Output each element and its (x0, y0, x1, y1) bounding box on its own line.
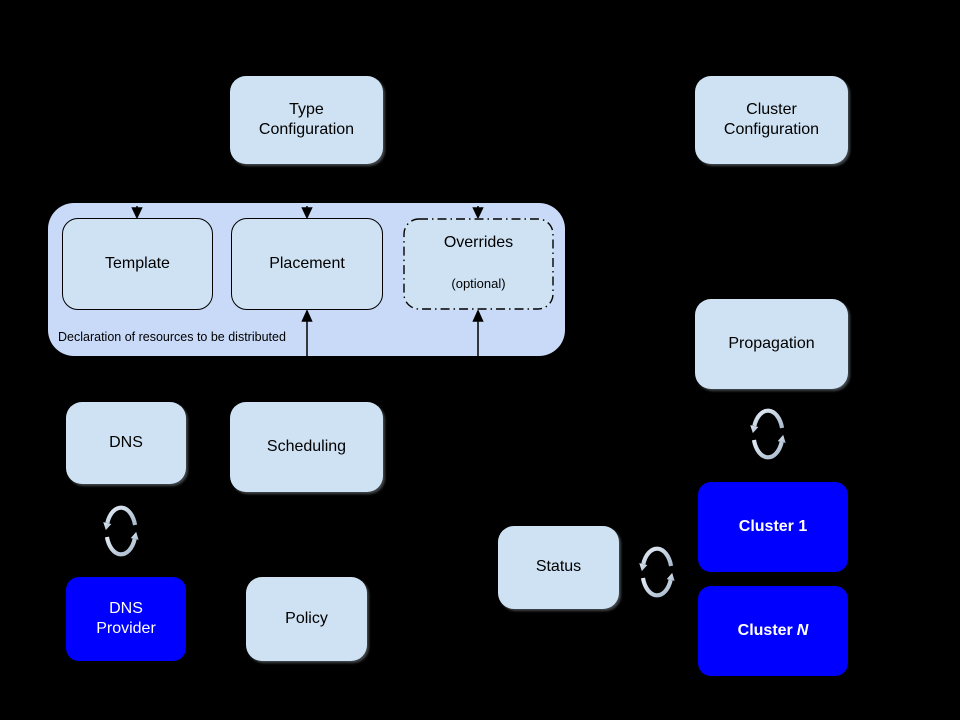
node-template: Template (62, 218, 213, 310)
node-status: Status (498, 526, 619, 609)
node-label: DNS Provider (96, 599, 156, 637)
node-cluster-configuration: Cluster Configuration (695, 76, 848, 164)
node-type-configuration: Type Configuration (230, 76, 383, 164)
overrides-subtitle: (optional) (451, 276, 506, 292)
node-label: Type Configuration (258, 100, 355, 138)
sync-icon-propagation (742, 397, 794, 471)
node-label: Overrides (optional) (444, 233, 513, 294)
node-scheduling: Scheduling (230, 402, 383, 492)
cluster-n-prefix: Cluster (737, 621, 793, 639)
node-label: Cluster Configuration (723, 100, 820, 138)
node-dns: DNS (66, 402, 186, 484)
overrides-title: Overrides (443, 234, 514, 252)
node-policy: Policy (246, 577, 367, 661)
node-placement: Placement (231, 218, 383, 310)
node-dns-provider: DNS Provider (66, 577, 186, 661)
node-cluster-1: Cluster 1 (698, 482, 848, 572)
node-overrides: Overrides (optional) (403, 218, 554, 310)
node-label: Scheduling (266, 437, 347, 455)
node-label: Placement (269, 254, 345, 272)
sync-icon-dns (95, 494, 147, 568)
group-caption: Declaration of resources to be distribut… (58, 330, 286, 344)
node-label: DNS (109, 433, 143, 451)
cluster-n-variable: N (796, 621, 809, 639)
node-label: Template (105, 254, 170, 272)
node-propagation: Propagation (695, 299, 848, 389)
node-label: Propagation (728, 334, 815, 352)
node-label: Policy (285, 609, 328, 627)
node-label: Status (535, 558, 582, 576)
node-label: Cluster 1 (738, 517, 808, 535)
sync-icon-status (631, 535, 683, 609)
